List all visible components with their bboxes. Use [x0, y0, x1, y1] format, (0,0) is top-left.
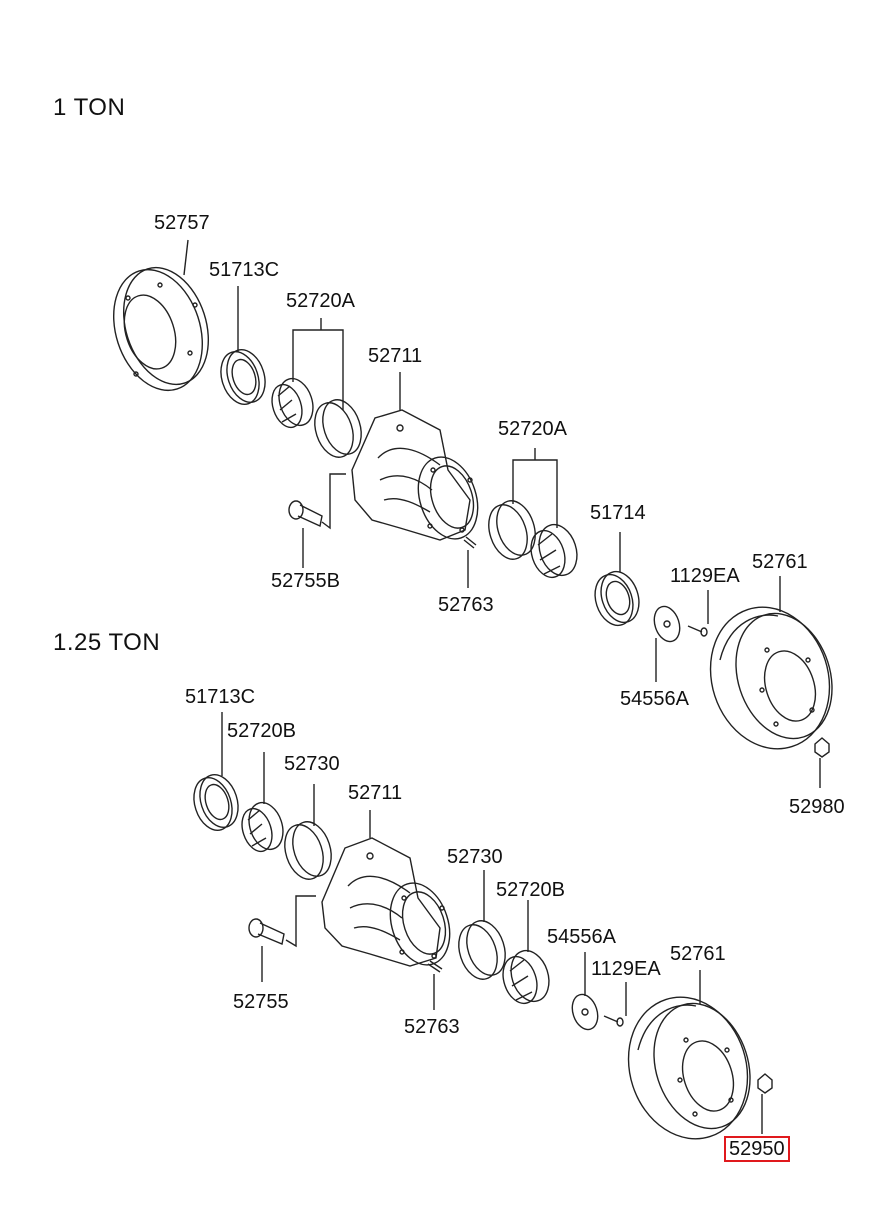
outer-bearing-125ton	[497, 946, 555, 1008]
label-inner-seal-1ton[interactable]: 51713C	[209, 259, 280, 281]
label-screw-1ton[interactable]: 1129EA	[670, 565, 740, 587]
hub-bolt-1ton	[289, 501, 322, 526]
brake-drum-125ton	[611, 982, 766, 1155]
label-inner-bearing-125ton[interactable]: 52720B	[227, 720, 296, 742]
inner-race-1ton	[308, 395, 368, 462]
label-stud-1ton[interactable]: 52763	[438, 594, 494, 616]
screw-125ton	[604, 1016, 623, 1026]
label-plate-125ton[interactable]: 54556A	[547, 926, 616, 948]
outer-seal-1ton	[589, 567, 645, 631]
label-outer-seal-1ton[interactable]: 51714	[590, 502, 646, 524]
stud-125ton	[428, 961, 442, 972]
label-drum-125ton[interactable]: 52761	[670, 943, 726, 965]
nut-1ton	[815, 738, 829, 757]
screw-1ton	[688, 626, 707, 636]
hub-125ton	[322, 838, 460, 973]
outer-race-1ton	[482, 496, 542, 564]
inner-bearing-125ton	[237, 798, 289, 855]
label-nut-125ton-highlighted[interactable]: 52950	[724, 1136, 790, 1162]
label-drum-1ton[interactable]: 52761	[752, 551, 808, 573]
label-plate-1ton[interactable]: 54556A	[620, 688, 689, 710]
inner-race-125ton	[278, 817, 338, 884]
label-hub-125ton[interactable]: 52711	[348, 782, 403, 804]
label-brake-plate-1ton[interactable]: 52757	[154, 212, 210, 234]
label-nut-1ton[interactable]: 52980	[789, 796, 845, 818]
label-inner-seal-125ton[interactable]: 51713C	[185, 686, 256, 708]
hub-1ton	[352, 410, 488, 547]
label-stud-125ton[interactable]: 52763	[404, 1016, 460, 1038]
label-inner-bearing-1ton[interactable]: 52720A	[286, 290, 355, 312]
label-hub-bolt-125ton[interactable]: 52755	[233, 991, 289, 1013]
outer-bearing-1ton	[525, 520, 583, 582]
inner-bearing-1ton	[267, 374, 319, 431]
label-screw-125ton[interactable]: 1129EA	[591, 958, 661, 980]
plate-125ton	[568, 991, 602, 1033]
brake-plate-1ton	[99, 257, 223, 402]
stud-1ton	[464, 537, 476, 548]
label-outer-race-125ton[interactable]: 52730	[447, 846, 503, 868]
hub-bolt-125ton	[249, 919, 284, 944]
plate-1ton	[650, 603, 684, 645]
brake-drum-1ton	[693, 592, 848, 765]
inner-seal-1ton	[215, 345, 272, 409]
label-inner-race-125ton[interactable]: 52730	[284, 753, 340, 775]
label-outer-bearing-1ton[interactable]: 52720A	[498, 418, 567, 440]
outer-race-125ton	[452, 916, 512, 984]
label-outer-bearing-125ton[interactable]: 52720B	[496, 879, 565, 901]
section-title-125ton: 1.25 TON	[53, 629, 161, 656]
label-hub-bolt-1ton[interactable]: 52755B	[271, 570, 340, 592]
section-title-1ton: 1 TON	[53, 94, 126, 121]
nut-125ton	[758, 1074, 772, 1093]
inner-seal-125ton	[188, 770, 245, 835]
label-hub-1ton[interactable]: 52711	[368, 345, 423, 367]
